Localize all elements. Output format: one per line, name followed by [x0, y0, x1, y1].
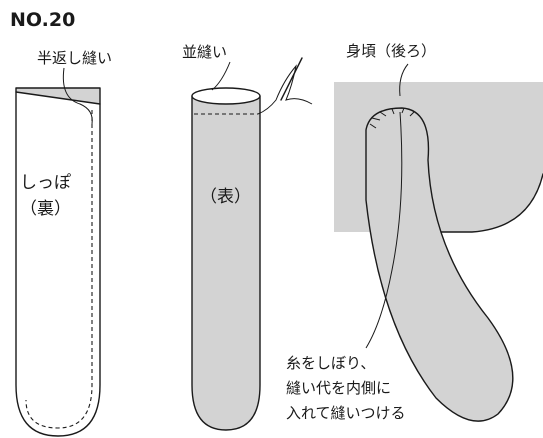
- figure-tail-wrong-side: 半返し縫い しっぽ （裏）: [15, 49, 112, 437]
- tube-opening: [191, 87, 261, 105]
- instruction-line-3: 入れて縫いつける: [286, 404, 406, 422]
- tube-body: [192, 96, 260, 430]
- step-number: NO.20: [10, 9, 75, 31]
- tube-outline: [191, 95, 261, 431]
- instruction-line-1: 糸をしぼり、: [286, 354, 375, 372]
- instruction-leader-line: [365, 111, 403, 349]
- tail-label: しっぽ: [20, 173, 71, 193]
- attached-tail: [366, 108, 513, 422]
- tail-folded-edge: [16, 88, 100, 104]
- attached-tail-outline: [365, 107, 514, 422]
- back-body-label: 身頃（後ろ）: [346, 42, 436, 60]
- wrong-side-label: （裏）: [20, 198, 71, 219]
- needle: [280, 57, 303, 101]
- back-body-edge: [435, 173, 543, 233]
- tail-outline: [15, 87, 101, 437]
- running-stitch-leader-line: [211, 61, 231, 91]
- attachment-stitches: [369, 107, 415, 129]
- figure-attach-to-body: 身頃（後ろ） 糸をしぼり、 縫い代を内側に 入れて縫いつける: [286, 42, 543, 422]
- running-stitch-label: 並縫い: [182, 43, 227, 61]
- figure-tail-right-side: 並縫い （表）: [182, 43, 313, 431]
- back-stitch-leader-line: [62, 67, 93, 125]
- back-stitch-label: 半返し縫い: [37, 49, 112, 67]
- thread: [257, 64, 313, 115]
- back-body-leader-line: [399, 63, 409, 97]
- instruction-line-2: 縫い代を内側に: [286, 379, 391, 397]
- tail-fold-line: [15, 91, 101, 105]
- right-side-label: （表）: [200, 187, 251, 207]
- tail-back-stitch-line: [25, 110, 93, 429]
